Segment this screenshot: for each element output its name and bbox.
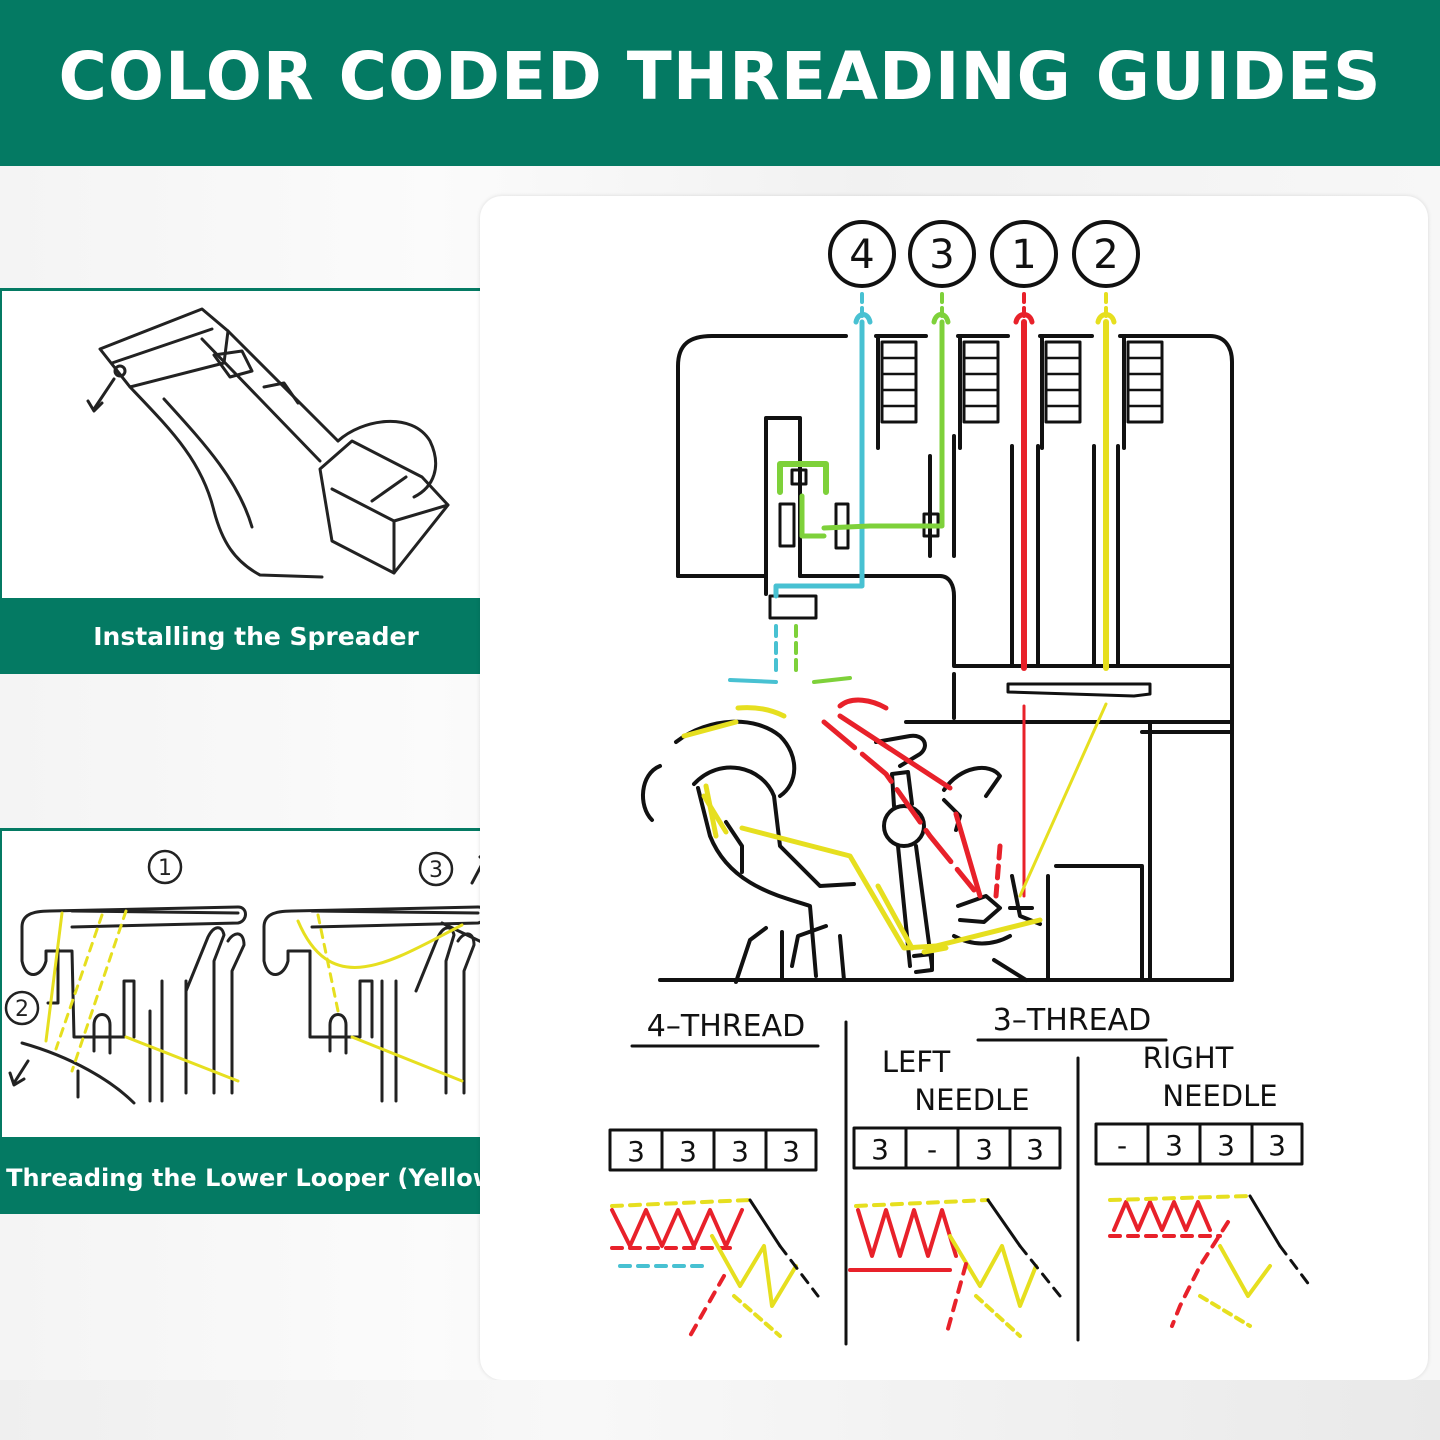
svg-text:2: 2 [15,997,29,1022]
left-needle-label-2: NEEDLE [914,1083,1029,1117]
thread-number-1: 1 [990,220,1058,288]
four-thread-value-3: 3 [731,1135,749,1168]
machine-outline [640,334,1234,984]
three-thread-heading: 3–THREAD [993,1003,1151,1038]
four-thread-value-1: 3 [627,1135,645,1168]
left-needle-value-1: 3 [871,1133,889,1166]
svg-text:3: 3 [929,232,954,278]
banner-title: COLOR CODED THREADING GUIDES [58,37,1382,115]
table-dividers [844,1020,1080,1346]
spreader-caption: Installing the Spreader [93,622,419,651]
right-needle-value-2: 3 [1165,1129,1183,1162]
stitch-3-thread-right [1108,1194,1312,1328]
step-1-marker: 1 [147,849,183,885]
right-needle-value-3: 3 [1217,1129,1235,1162]
right-needle-label-2: NEEDLE [1162,1079,1277,1113]
looper-panel: 1 2 3 [0,828,512,1214]
step-2-marker: 2 [4,990,40,1026]
thread-number-3: 3 [908,220,976,288]
threading-chart-card: 4 3 1 2 [480,196,1428,1380]
looper-caption: Threading the Lower Looper (Yellow) [6,1164,506,1192]
right-needle-value-1: - [1117,1129,1127,1162]
right-needle-label-1: RIGHT [1143,1041,1234,1075]
svg-text:1: 1 [1011,232,1036,278]
left-needle-value-2: - [927,1133,937,1166]
spreader-panel: Installing the Spreader [0,288,512,674]
svg-text:4: 4 [849,232,874,278]
four-thread-value-2: 3 [679,1135,697,1168]
header-banner: COLOR CODED THREADING GUIDES [0,0,1440,166]
svg-text:3: 3 [429,858,443,883]
four-thread-value-4: 3 [782,1135,800,1168]
svg-text:1: 1 [158,856,172,881]
stitch-3-thread-left [848,1198,1062,1338]
thread-number-4: 4 [828,220,896,288]
background-strip [0,1380,1440,1440]
left-needle-value-4: 3 [1026,1133,1044,1166]
looper-illustration: 1 2 3 [2,831,508,1137]
step-3-marker: 3 [418,851,454,887]
spreader-illustration [2,291,508,598]
right-needle-value-4: 3 [1268,1129,1286,1162]
thread-number-2: 2 [1072,220,1140,288]
four-thread-heading: 4–THREAD [647,1009,805,1044]
left-needle-value-3: 3 [975,1133,993,1166]
svg-text:2: 2 [1093,232,1118,278]
left-needle-label-1: LEFT [882,1045,951,1079]
stitch-4-thread [610,1198,820,1338]
